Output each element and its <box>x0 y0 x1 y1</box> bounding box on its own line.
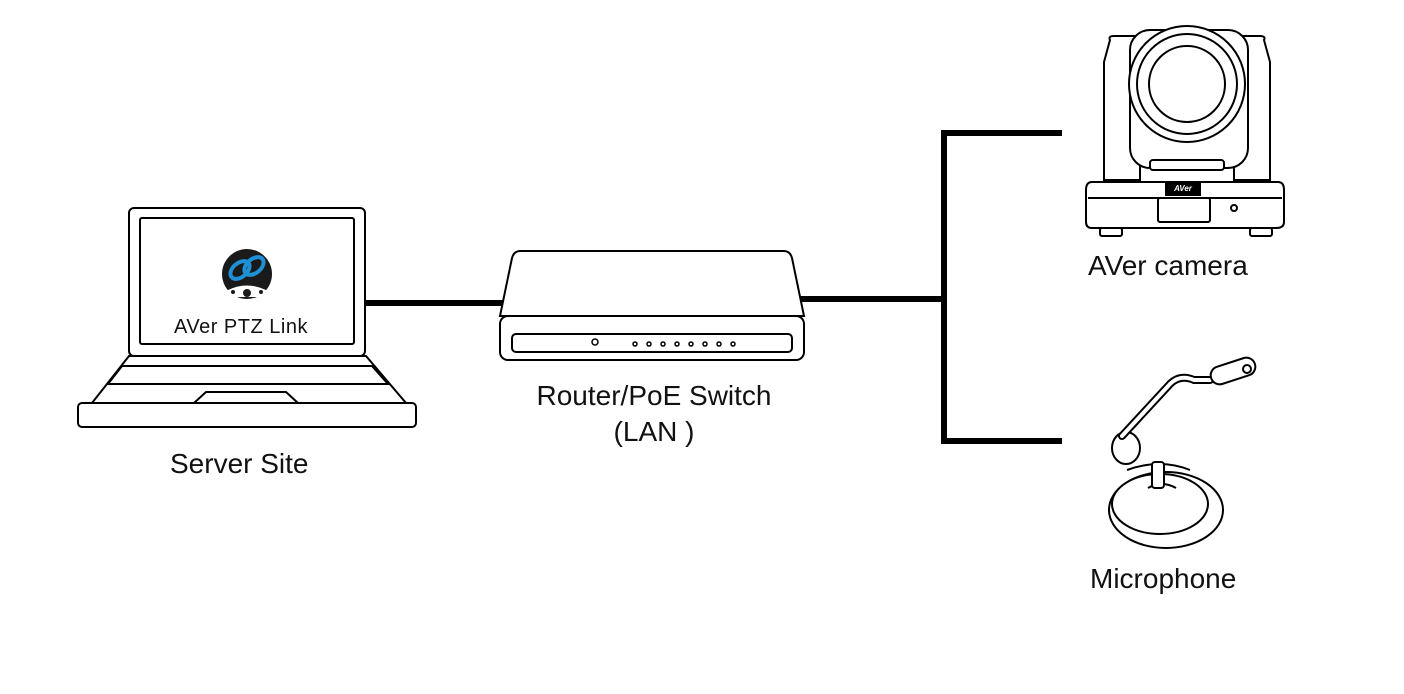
camera-label: AVer camera <box>1088 250 1248 281</box>
app-name-label: AVer PTZ Link <box>174 316 308 338</box>
app-logo-icon <box>222 249 272 299</box>
router-label: Router/PoE Switch (LAN ) <box>504 380 804 448</box>
router-label-line1: Router/PoE Switch <box>536 380 772 411</box>
router-status-leds <box>591 338 736 347</box>
microphone-icon <box>1108 356 1257 549</box>
ptz-camera-icon <box>1085 25 1285 237</box>
connection-lines <box>366 130 1062 444</box>
microphone-label: Microphone <box>1090 563 1237 594</box>
router-label-line2: (LAN ) <box>613 416 695 447</box>
router-icon <box>498 250 806 361</box>
camera-brand-badge: AVer <box>1174 184 1192 193</box>
server-site-label: Server Site <box>170 448 309 479</box>
